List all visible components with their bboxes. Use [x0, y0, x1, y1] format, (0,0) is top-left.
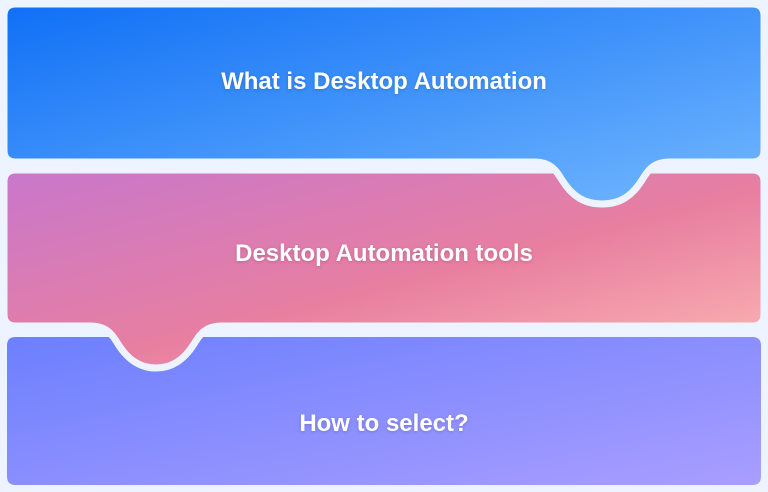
panel-title-how-to-select: How to select? [299, 410, 469, 437]
panel-title-tools: Desktop Automation tools [235, 240, 533, 267]
panel-what-is-desktop-automation [0, 0, 768, 208]
panel-title-what-is: What is Desktop Automation [221, 68, 547, 95]
panel-desktop-automation-tools [0, 166, 768, 372]
panel-how-to-select [1, 331, 767, 491]
